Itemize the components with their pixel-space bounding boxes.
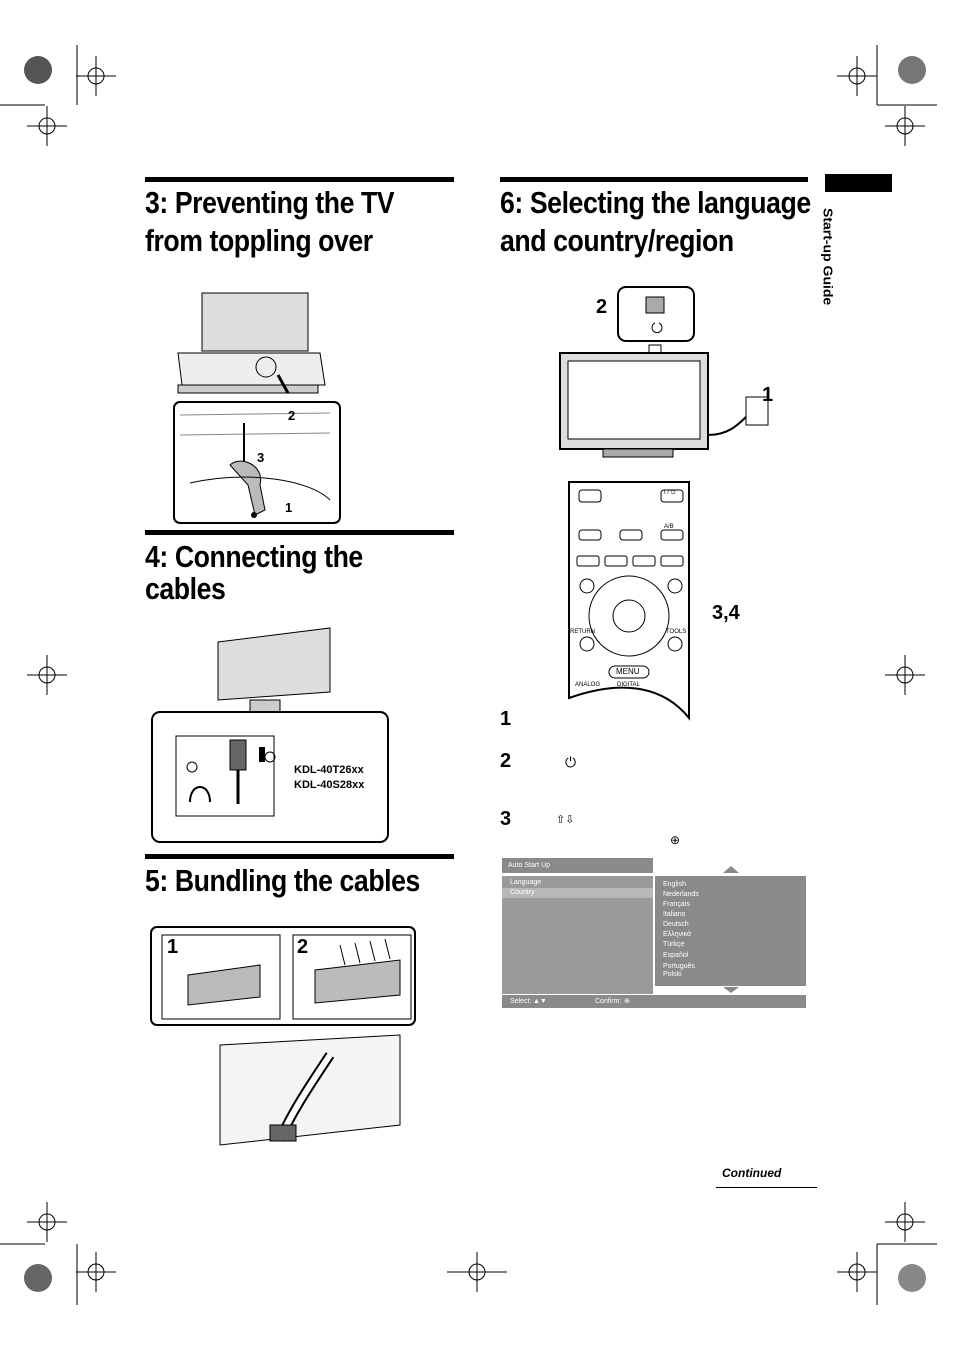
s6-callout-1: 1 [762,384,774,406]
section-6-title-line1: 6: Selecting the language [500,185,811,220]
tv-anchor-illustration [173,292,341,524]
footer-confirm-label: Confirm: [595,998,622,1005]
section-6-title-line2: and country/region [500,223,734,258]
section-3-title-line1: 3: Preventing the TV [145,185,395,220]
remote-label-tools: TOOLS [666,629,687,635]
select-arrows-icon: ▲▼ [533,998,547,1005]
confirm-icon: ⊕ [670,833,681,847]
sidebar-section-label: Start-up Guide [820,208,836,306]
section-4-rule [145,530,454,535]
model-number-1: KDL-40T26xx [294,764,364,776]
language-list-panel: English Nederlands Français Italiano Deu… [655,876,806,986]
menu-item-language[interactable]: Language [510,879,542,886]
s6-callout-2: 2 [596,296,608,318]
language-option[interactable]: English [663,881,686,888]
language-option[interactable]: Español [663,952,689,959]
menu-footer: Select: ▲▼ Confirm: ⊕ [502,995,806,1008]
language-option[interactable]: Ελληνικά [663,931,692,938]
language-option[interactable]: Türkçe [663,941,685,948]
remote-label-menu: MENU [616,667,640,676]
s6-callout-34: 3,4 [712,602,740,624]
section-5-rule [145,854,454,859]
language-option[interactable]: Nederlands [663,891,699,898]
s3-callout-2: 2 [288,408,296,423]
up-down-arrow-icon: ⇧⇩ [556,814,575,826]
language-option[interactable]: Français [663,901,690,908]
power-icon: ⏻ [565,754,577,770]
continued-label: Continued [722,1166,782,1180]
section-6-rule [500,177,808,182]
section-4-title-line1: 4: Connecting the [145,539,363,574]
step-2-number: 2 [500,750,512,772]
step-1-number: 1 [500,708,512,730]
confirm-button-icon: ⊕ [624,998,630,1005]
auto-start-up-menu: Auto Start Up Language Country English N… [502,858,806,1008]
step-3-number: 3 [500,808,512,830]
remote-label-analog: ANALOG [575,682,601,688]
language-option[interactable]: Polski [663,971,682,978]
cable-connection-illustration [151,627,389,843]
footer-select-label: Select: [510,998,532,1005]
continued-rule [716,1187,817,1188]
language-option[interactable]: Italiano [663,911,686,918]
language-option[interactable]: Deutsch [663,921,689,928]
remote-control-illustration [568,481,690,721]
s5-panel-1-label: 1 [167,936,179,958]
sidebar-tab-marker [825,174,892,192]
menu-item-country[interactable]: Country [502,888,653,898]
scroll-down-arrow-icon [723,987,739,993]
section-3-title-line2: from toppling over [145,223,373,258]
section-4-title-line2: cables [145,571,226,606]
section-5-title: 5: Bundling the cables [145,863,420,898]
menu-title: Auto Start Up [502,858,653,873]
section-3-rule [145,177,454,182]
s3-callout-1: 1 [285,500,293,515]
s5-panel-2-label: 2 [297,936,309,958]
tv-power-illustration [559,286,769,458]
model-number-2: KDL-40S28xx [294,779,365,791]
remote-label-ab: A/B [664,524,674,530]
cable-bundling-illustration [150,926,416,1146]
scroll-up-arrow-icon [723,866,739,873]
language-option[interactable]: Português [663,963,695,970]
remote-label-return: RETURN [570,629,595,635]
remote-label-power: I / ⏻ [664,490,676,496]
remote-label-digital: DIGITAL [617,682,640,688]
menu-left-panel: Language Country [502,876,653,994]
s3-callout-3: 3 [257,450,265,465]
